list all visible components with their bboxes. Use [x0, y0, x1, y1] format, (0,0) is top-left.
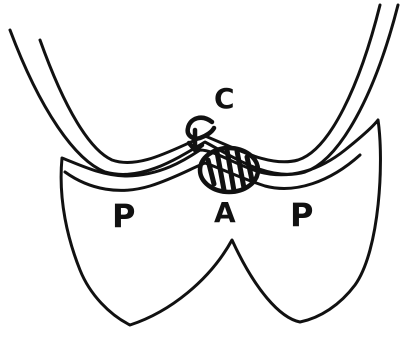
label-p-left: P [112, 197, 135, 235]
label-c: C [214, 82, 235, 115]
c-arrow-icon [188, 118, 214, 139]
oval-hatching [208, 150, 252, 191]
label-a: A [214, 196, 236, 229]
label-p-right: P [290, 196, 313, 234]
outer-curve-lower [40, 5, 380, 163]
